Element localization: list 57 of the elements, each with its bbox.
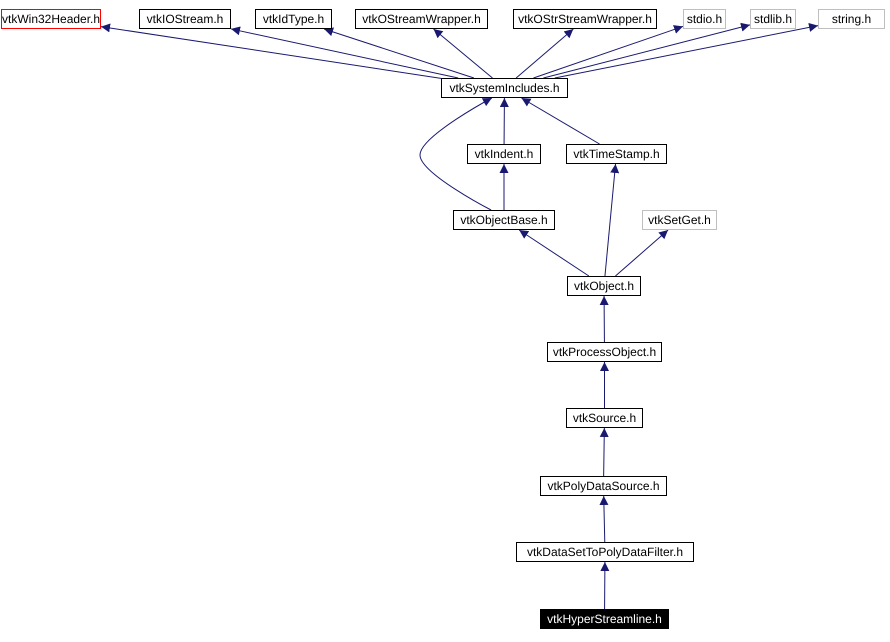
file-box [540,609,669,629]
file-box [750,9,796,29]
arrow [614,230,669,276]
file-box [566,408,643,428]
file-name: vtkSystemIncludes.h [449,80,560,97]
file-name: vtkOStrStreamWrapper.h [518,11,652,28]
file-box [547,342,662,362]
file-name: vtkObjectBase.h [460,212,548,229]
file-box [567,276,641,296]
file-name: vtkIOStream.h [146,11,224,28]
arrow [600,296,609,342]
arrow [433,28,493,78]
file-box [513,9,657,29]
arrow [600,562,610,610]
arrow [599,496,608,542]
file-name: stdlib.h [754,11,792,28]
file-box [642,210,717,230]
arrow [500,164,508,210]
arrow [600,362,609,408]
arrow [100,24,442,79]
arrow [600,428,609,476]
file-name: vtkSource.h [572,410,636,427]
file-name: vtkProcessObject.h [552,344,656,361]
file-name: vtkPolyDataSource.h [547,478,660,495]
arrow [520,98,600,144]
arrow [230,26,459,78]
arrow [518,230,590,276]
arrow [542,22,750,78]
arrow [604,164,620,276]
file-box [441,78,568,98]
file-name: vtkOStreamWrapper.h [362,11,481,28]
arrow [516,28,574,78]
file-box [566,144,667,164]
file-name: vtkHyperStreamline.h [547,611,662,628]
file-box [139,9,231,29]
file-name: string.h [832,11,872,28]
arrow [324,28,474,78]
file-name: vtkWin32Header.h [2,11,100,28]
file-name: vtkTimeStamp.h [573,146,660,163]
file-box [540,476,667,496]
arrow [532,25,684,78]
file-name: vtkObject.h [574,278,634,295]
file-box [453,210,555,230]
file-name: vtkIndent.h [474,146,534,163]
arrow [500,98,509,144]
arrow [554,23,818,78]
file-name: vtkSetGet.h [648,212,711,229]
arrow [420,98,492,210]
file-box [467,144,541,164]
file-box [355,9,488,29]
file-name: vtkIdType.h [262,11,324,28]
file-name: vtkDataSetToPolyDataFilter.h [526,544,684,561]
file-box [818,9,885,29]
file-name: stdio.h [686,11,722,28]
file-box [683,9,726,29]
file-box [516,542,694,562]
file-box [255,9,332,29]
